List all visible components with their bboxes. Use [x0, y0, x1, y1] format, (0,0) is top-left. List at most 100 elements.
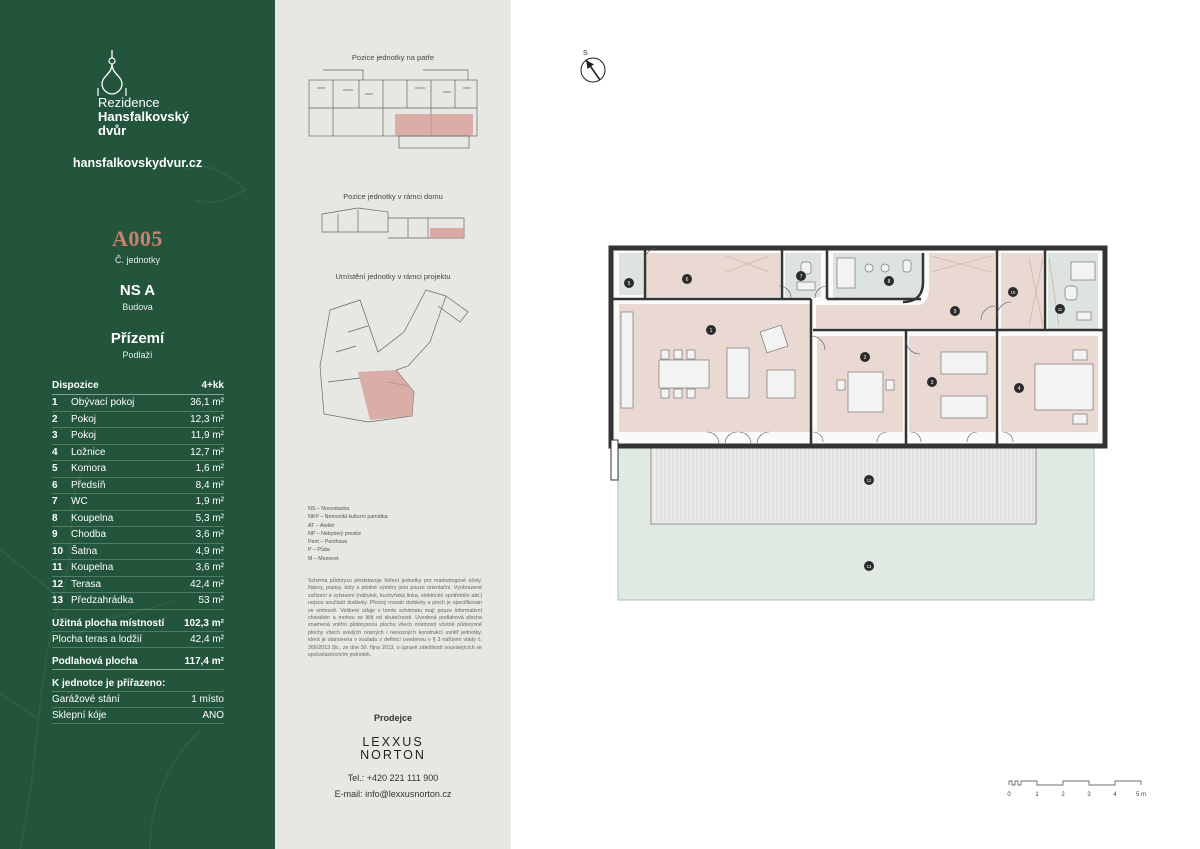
cellar-value: ANO: [202, 709, 224, 721]
room-area: 11,9 m²: [190, 430, 224, 442]
garage-value: 1 místo: [191, 693, 224, 705]
room-number: 7: [52, 496, 58, 508]
room-marker: [706, 325, 716, 335]
room-marker: [1055, 304, 1065, 314]
room-marker-label: 10: [1011, 290, 1016, 295]
room-marker-label: 12: [867, 478, 872, 483]
room-area: 3,6 m²: [195, 529, 224, 541]
room-marker: [1008, 287, 1018, 297]
legend-item: Pent – Penthaus: [308, 539, 348, 546]
website-link[interactable]: hansfalkovskydvur.cz: [72, 156, 203, 170]
room-area: 8,4 m²: [195, 479, 224, 491]
seller-logo-line2: NORTON: [360, 748, 426, 762]
seller-logo-line1: LEXXUS: [362, 735, 424, 749]
room-marker: [884, 276, 894, 286]
logo-line2: Hansfalkovský: [98, 109, 190, 124]
room-marker: [624, 278, 634, 288]
unit-code-block: A005 Č. jednotky: [0, 226, 275, 265]
building-label: Budova: [122, 302, 153, 312]
room-marker-label: 3: [931, 380, 934, 386]
building-block: NS A Budova: [0, 282, 275, 312]
floor-position-thumbnail: [308, 69, 478, 149]
unit-code: A005: [112, 226, 163, 251]
project-position-caption: Umístění jednotky v rámci projektu: [335, 272, 451, 281]
room-name: Terasa: [71, 578, 102, 590]
floor-position-caption: Pozice jednotky na patře: [351, 53, 435, 62]
room-area: 12,7 m²: [190, 446, 224, 458]
botanical-decoration: [0, 165, 247, 849]
room-marker-label: 7: [800, 274, 803, 280]
room-name: Koupelna: [71, 512, 114, 524]
scale-label: 3: [1087, 792, 1091, 798]
room-marker-label: 4: [1018, 386, 1021, 392]
project-position-thumbnail: [319, 289, 469, 423]
disposition-value: 4+kk: [201, 380, 224, 391]
terrace-area-label: Plocha teras a lodžií: [52, 633, 143, 645]
info-panel: Rezidence Hansfalkovský dvůr hansfalkovs…: [0, 0, 275, 849]
room-marker: [927, 377, 937, 387]
room-marker-label: 11: [1058, 307, 1063, 312]
room-marker-label: 6: [686, 277, 689, 283]
room-9-corridor: [816, 253, 995, 328]
disposition-header: Dispozice 4+kk: [52, 380, 224, 395]
room-row: 12 Terasa 42,4 m²: [52, 577, 224, 593]
room-area: 53 m²: [198, 595, 224, 607]
room-name: Pokoj: [71, 430, 97, 442]
disposition-label: Dispozice: [52, 380, 99, 391]
cellar-label: Sklepní kóje: [52, 709, 107, 721]
scale-label: 1: [1035, 792, 1039, 798]
seller-heading: Prodejce: [373, 713, 413, 723]
usable-area-row: Užitná plocha místností 102,3 m²: [52, 616, 224, 632]
terrace-area-row: Plocha teras a lodžií 42,4 m²: [52, 632, 224, 648]
scale-label: 2: [1061, 792, 1065, 798]
room-area: 36,1 m²: [190, 397, 224, 409]
room-marker-label: 8: [888, 279, 891, 285]
room-area: 4,9 m²: [195, 545, 224, 557]
room-marker: [864, 561, 874, 571]
room-marker-label: 5: [628, 281, 631, 287]
room-marker: [864, 475, 874, 485]
cellar-row: Sklepní kóje ANO: [52, 708, 224, 724]
seller-email[interactable]: E-mail: info@lexxusnorton.cz: [334, 789, 452, 799]
scale-label: 5 m: [1136, 792, 1146, 798]
room-name: WC: [71, 496, 88, 508]
floor-plan: S: [580, 50, 1146, 798]
legend-item: NKP – Nemovitá kulturní památka: [308, 514, 388, 521]
legend-item: AT – Ateliér: [308, 522, 335, 529]
room-number: 1: [52, 397, 58, 409]
room-name: Obývací pokoj: [71, 397, 135, 409]
room-number: 12: [52, 578, 64, 590]
floor-block: Přízemí Podlaží: [0, 330, 275, 360]
room-area: 12,3 m²: [190, 413, 224, 425]
garage-row: Garážové stání 1 místo: [52, 692, 224, 708]
room-area: 5,3 m²: [195, 512, 224, 524]
room-marker-label: 2: [864, 355, 867, 361]
house-position-thumbnail: [321, 207, 465, 239]
room-number: 2: [52, 413, 58, 425]
room-name: Předsíň: [71, 479, 106, 491]
legend-item: NP – Nebytový prostor: [308, 530, 362, 537]
logo-line3: dvůr: [98, 123, 127, 138]
house-position-caption: Pozice jednotky v rámci domu: [343, 192, 443, 201]
seller-logo: LEXXUS NORTON: [275, 736, 511, 762]
room-area: 42,4 m²: [190, 578, 224, 590]
usable-area-value: 102,3 m²: [183, 617, 224, 629]
logo-line1: Rezidence: [98, 95, 160, 110]
disclaimer-text: Schéma půdorysu představuje řešení jedno…: [308, 578, 482, 659]
room-number: 13: [52, 595, 64, 607]
room-number: 9: [52, 529, 58, 541]
seller-phone[interactable]: Tel.: +420 221 111 900: [347, 773, 439, 783]
room-number: 4: [52, 446, 58, 458]
scale-label: 0: [1007, 792, 1011, 798]
room-10-wardrobe: [1001, 253, 1043, 329]
usable-area-label: Užitná plocha místností: [52, 617, 165, 629]
